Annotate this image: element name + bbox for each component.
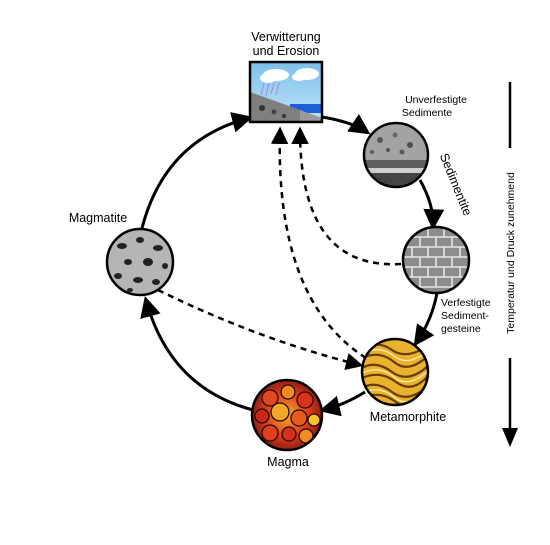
dashed-arrows — [157, 126, 402, 371]
label-weathering-line2: und Erosion — [253, 44, 320, 58]
arrow-unconsolidated-to-consolidated — [418, 179, 445, 231]
magma-image — [250, 378, 324, 452]
dashed-arrow-metamorphite-to-weathering — [270, 126, 367, 360]
axis-arrowhead — [502, 428, 518, 447]
cycle-arrows — [140, 112, 445, 417]
label-sedimentites: Sedimentite — [437, 151, 475, 217]
label-magmatites: Magmatite — [69, 211, 127, 225]
label-unconsolidated-line1: Unverfestigte — [405, 94, 467, 106]
metamorphite-image — [360, 337, 430, 407]
label-unconsolidated-line2: Sedimente — [402, 107, 452, 119]
temperature-pressure-axis: Temperatur und Druck zunehmend — [502, 82, 518, 447]
label-weathering-line1: Verwitterung — [251, 30, 321, 44]
arrow-magma-to-magmatite — [140, 295, 254, 412]
label-consolidated-line1: Verfestigte — [441, 297, 491, 309]
dashed-arrow-sediment-to-weathering — [291, 126, 402, 266]
arrow-magmatite-to-weathering — [140, 112, 254, 229]
label-magma: Magma — [267, 455, 309, 469]
label-axis: Temperatur und Druck zunehmend — [505, 172, 517, 334]
arrow-metamorphite-to-magma — [318, 390, 366, 417]
arrow-consolidated-to-metamorphite — [413, 292, 439, 347]
label-consolidated-line3: gesteine — [441, 323, 481, 335]
unconsolidated-sediments-image — [362, 121, 430, 189]
magmatite-image — [105, 227, 175, 297]
consolidated-sediment-image — [401, 225, 471, 295]
dashed-arrow-magmatite-to-metamorphite — [157, 288, 364, 371]
weathering-erosion-image — [248, 60, 324, 124]
label-metamorphites: Metamorphite — [370, 410, 446, 424]
arrow-weathering-to-unconsolidated — [321, 113, 371, 135]
label-consolidated-line2: Sediment- — [441, 310, 489, 322]
